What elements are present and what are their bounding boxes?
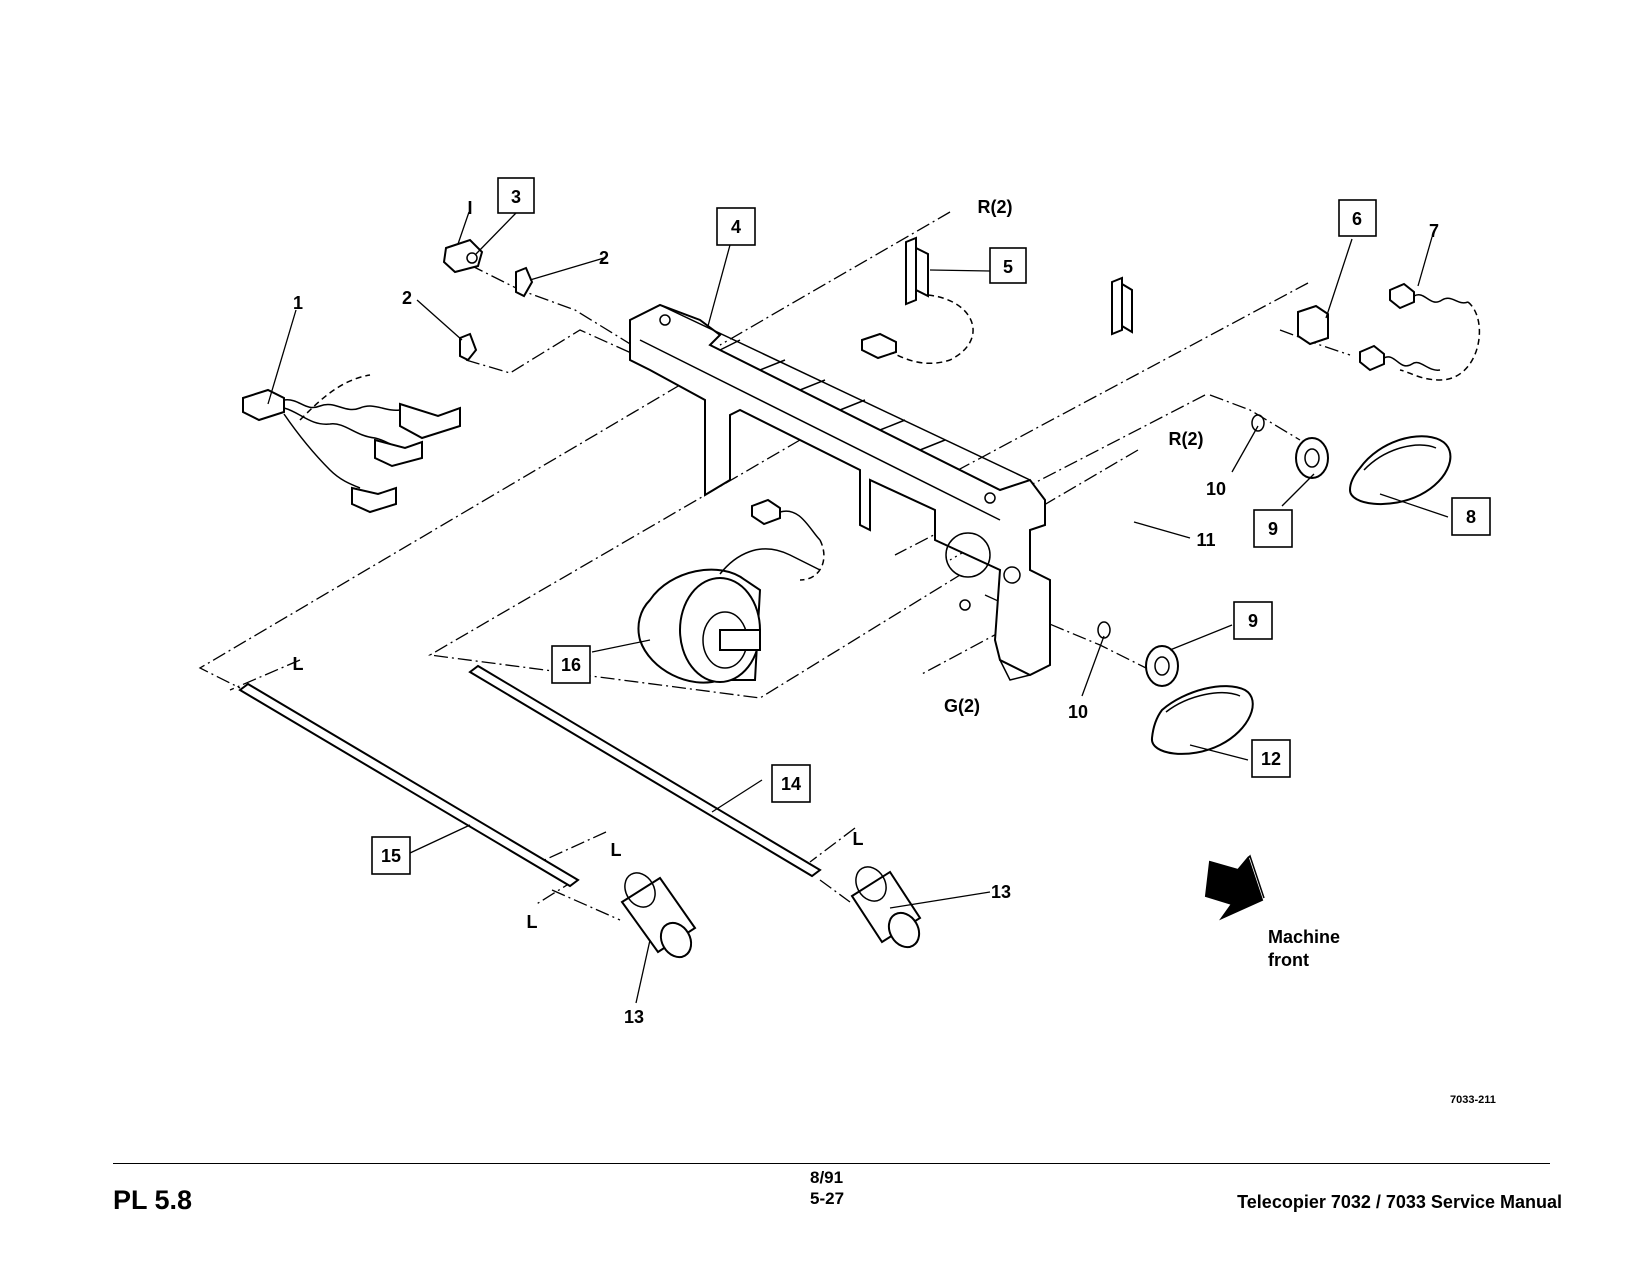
bracket-sensor [861, 236, 974, 365]
callout-labels: 1 2 2 3 4 5 6 7 8 9 9 10 10 11 12 13 13 … [293, 187, 1476, 1027]
rollers [620, 866, 922, 959]
callout-box-9b [1233, 601, 1273, 640]
callout-box-5 [989, 247, 1027, 284]
shafts [238, 664, 822, 888]
machine-front-line1: Machine [1268, 927, 1340, 947]
manual-title: Telecopier 7032 / 7033 Service Manual [1237, 1192, 1562, 1212]
belts-and-pulleys [1097, 276, 1452, 755]
callout-15: 15 [381, 846, 401, 866]
callout-9b: 9 [1248, 611, 1258, 631]
ref-l-2: L [611, 840, 622, 860]
callout-5: 5 [1003, 257, 1013, 277]
callout-6: 6 [1352, 209, 1362, 229]
callout-1: 1 [293, 293, 303, 313]
callout-box-3 [497, 177, 535, 214]
machine-front-line2: front [1268, 950, 1309, 970]
leader-lines [267, 211, 1449, 1004]
callout-13b: 13 [624, 1007, 644, 1027]
callout-box-12 [1251, 739, 1291, 778]
callout-2b: 2 [599, 248, 609, 268]
ref-r2-lower: R(2) [1169, 429, 1204, 449]
callout-11: 11 [1196, 530, 1215, 550]
callout-7: 7 [1429, 221, 1439, 241]
machine-front-arrow-icon [1204, 854, 1265, 921]
callout-8: 8 [1466, 507, 1476, 527]
callout-3: 3 [511, 187, 521, 207]
callout-16: 16 [561, 655, 581, 675]
page-number: 5-27 [810, 1189, 845, 1208]
callout-13a: 13 [991, 882, 1011, 902]
ref-l-3: L [527, 912, 538, 932]
callout-12: 12 [1261, 749, 1281, 769]
callout-box-8 [1451, 497, 1491, 536]
assembly-lines [198, 211, 1351, 921]
motor [637, 498, 825, 684]
callout-14: 14 [781, 774, 801, 794]
reference-labels: I R(2) R(2) G(2) L L L L [293, 197, 1204, 932]
section-number: PL 5.8 [113, 1185, 193, 1215]
footer-rule [113, 1163, 1550, 1164]
ref-g2: G(2) [944, 696, 980, 716]
callout-box-4 [716, 207, 756, 246]
figure-id: 7033-211 [1450, 1094, 1496, 1106]
callout-box-16 [551, 645, 591, 684]
footer-date: 8/91 [810, 1168, 844, 1187]
callout-10b: 10 [1068, 702, 1088, 722]
main-frame [629, 303, 1051, 681]
callout-2a: 2 [402, 288, 412, 308]
callout-box-15 [371, 836, 411, 875]
sensor-and-connector [1297, 282, 1481, 381]
ref-l-1: L [293, 654, 304, 674]
callout-9a: 9 [1268, 519, 1278, 539]
callout-box-6 [1338, 199, 1377, 237]
switch-and-clips [442, 238, 534, 362]
ref-r2-upper: R(2) [978, 197, 1013, 217]
callout-4: 4 [731, 217, 741, 237]
callout-box-9a [1253, 509, 1293, 548]
callout-10a: 10 [1206, 479, 1226, 499]
footer-date-page: 8/91 5-27 [810, 1167, 844, 1209]
callout-box-14 [771, 764, 811, 803]
ref-l-4: L [853, 829, 864, 849]
harness-connectors [242, 374, 461, 514]
ref-i: I [467, 198, 472, 218]
callout-boxes [371, 177, 1491, 875]
